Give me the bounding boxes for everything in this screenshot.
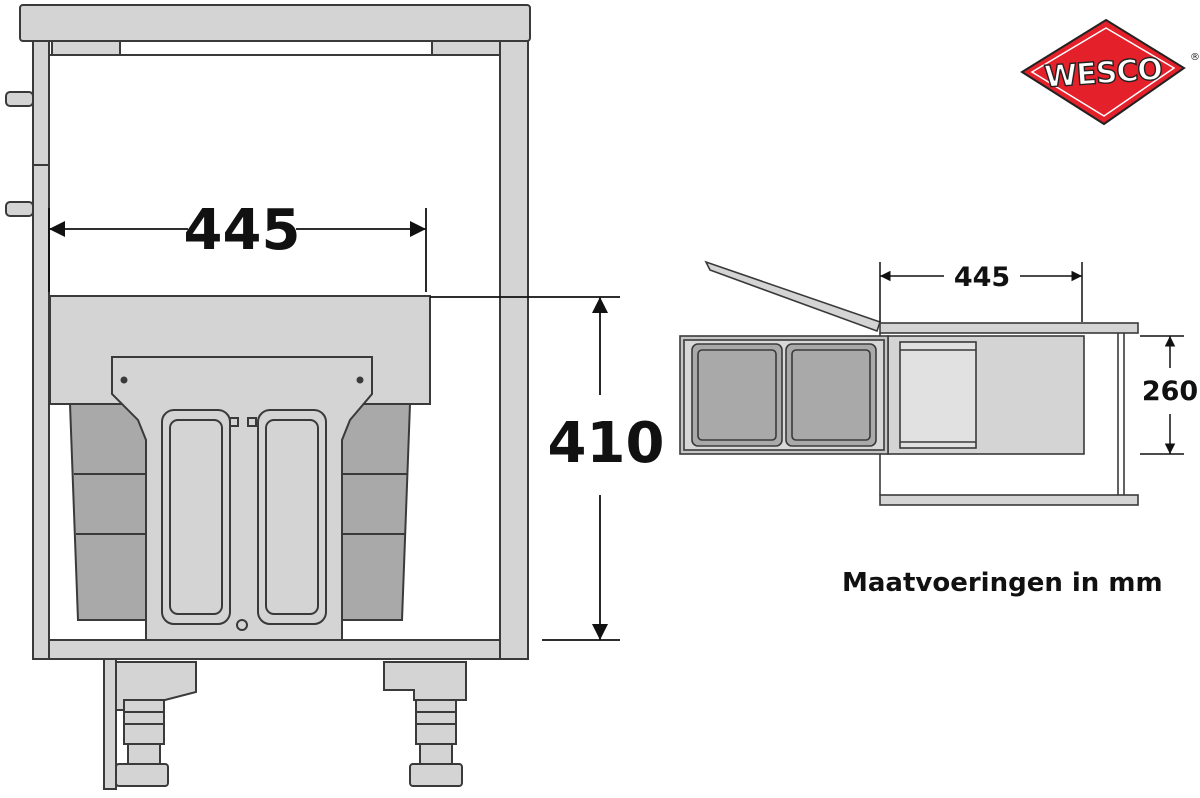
front-width-label: 445 — [184, 198, 301, 263]
front-view — [5, 4, 531, 790]
pull-out-bin-unit — [49, 295, 431, 641]
cabinet-foot-left — [103, 658, 197, 790]
cabinet-bottom-shelf — [48, 639, 501, 660]
cabinet-left-wall — [32, 40, 50, 660]
top-width-dimension — [879, 262, 1083, 322]
front-holder-plate — [111, 356, 373, 641]
top-depth-label: 260 — [1142, 376, 1198, 407]
cabinet-top-rail-right — [431, 40, 501, 56]
cabinet-right-wall — [499, 40, 529, 660]
registered-mark: ® — [1190, 52, 1200, 63]
top-view — [679, 260, 1139, 506]
top-view-cabinet-bottom — [879, 494, 1139, 506]
top-view-cabinet-top — [879, 322, 1139, 334]
door-knob-icon — [5, 201, 34, 217]
front-width-dimension — [48, 208, 427, 292]
logo-text: WESCO — [1043, 52, 1163, 95]
cabinet-top-panel — [19, 4, 531, 42]
front-height-dimension — [430, 296, 620, 641]
dimensions-caption: Maatvoeringen in mm — [842, 568, 1163, 598]
wesco-logo: WESCO ® — [1020, 18, 1200, 126]
top-depth-dimension — [1140, 335, 1184, 455]
door-knob-icon — [5, 91, 34, 107]
cabinet-top-rail-left — [51, 40, 121, 56]
handle-right — [257, 409, 327, 625]
opened-lid — [704, 260, 882, 333]
cabinet-foot-right — [383, 661, 467, 787]
handle-left — [161, 409, 231, 625]
front-height-label: 410 — [548, 411, 665, 476]
top-width-label: 445 — [954, 262, 1010, 293]
